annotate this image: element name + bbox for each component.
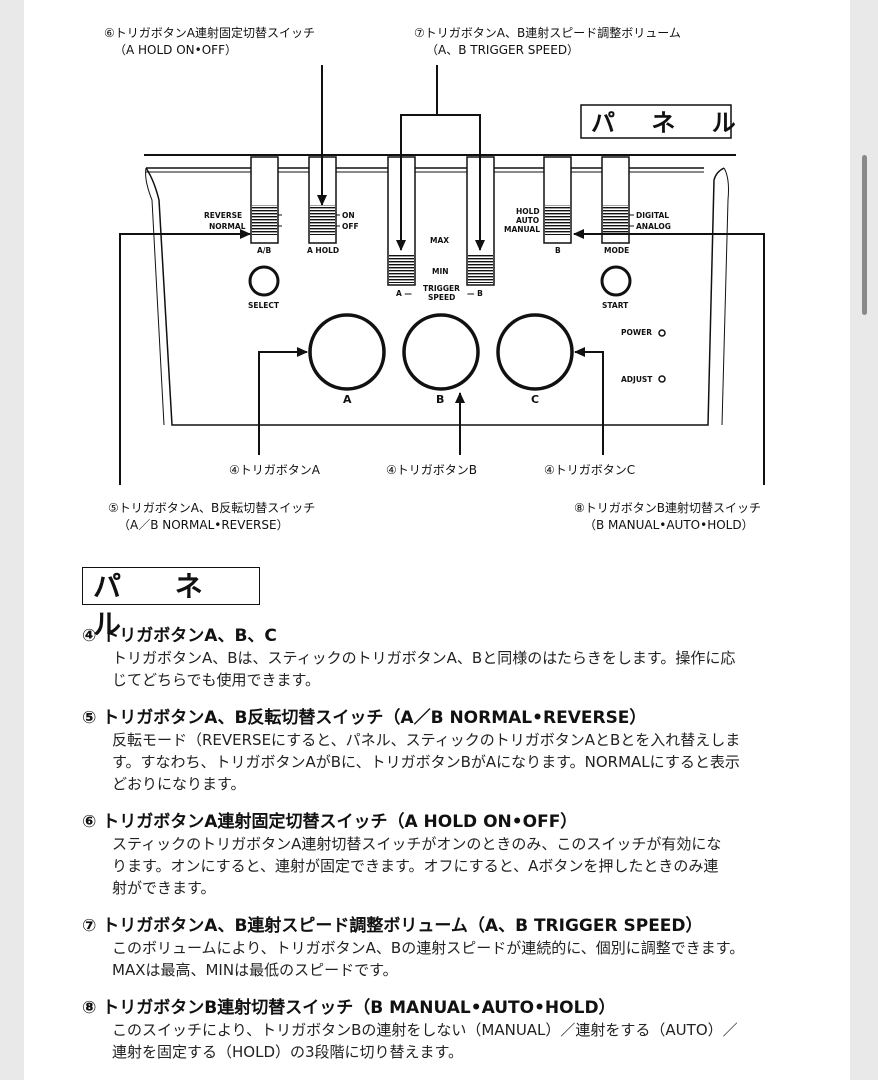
label-trigger: TRIGGER bbox=[423, 284, 460, 293]
label-analog: ANALOG bbox=[636, 222, 671, 231]
label-on: ON bbox=[342, 211, 355, 220]
label-start: START bbox=[602, 301, 629, 310]
section-6-heading: ⑥ トリガボタンA連射固定切替スイッチ（A HOLD ON•OFF） bbox=[82, 812, 578, 832]
slider-mode[interactable] bbox=[601, 156, 630, 244]
section-5-line-2: す。すなわち、トリガボタンAがBに、トリガボタンBがAになります。NORMALに… bbox=[112, 753, 740, 771]
slider-ticks bbox=[278, 214, 634, 227]
section-5: ⑤ トリガボタンA、B反転切替スイッチ（A／B NORMAL•REVERSE） … bbox=[82, 707, 792, 795]
label-auto: AUTO bbox=[516, 216, 539, 225]
label-mode: MODE bbox=[604, 246, 629, 255]
label-adjust: ADJUST bbox=[621, 375, 653, 384]
label-min: MIN bbox=[432, 267, 449, 276]
section-8: ⑧ トリガボタンB連射切替スイッチ（B MANUAL•AUTO•HOLD） この… bbox=[82, 997, 792, 1063]
panel-title-box bbox=[580, 104, 732, 139]
callout-6-title: ⑥トリガボタンA連射固定切替スイッチ bbox=[104, 25, 315, 40]
callout-8-sub: （B MANUAL•AUTO•HOLD） bbox=[584, 518, 754, 532]
section-4-line-2: じてどちらでも使用できます。 bbox=[112, 671, 321, 689]
start-button[interactable] bbox=[600, 265, 632, 297]
panel-title: パ ネ ル bbox=[591, 109, 750, 137]
callout-6-sub: （A HOLD ON•OFF） bbox=[114, 43, 237, 57]
label-power: POWER bbox=[621, 328, 652, 337]
callout-4c: ④トリガボタンC bbox=[544, 463, 635, 477]
callout-5-title: ⑤トリガボタンA、B反転切替スイッチ bbox=[108, 501, 315, 515]
section-5-line-3: どおりになります。 bbox=[112, 775, 246, 793]
label-a-hold: A HOLD bbox=[307, 246, 339, 255]
callout-4a: ④トリガボタンA bbox=[229, 463, 321, 477]
section-title: パ ネ ル bbox=[82, 567, 260, 641]
label-speed: SPEED bbox=[428, 293, 455, 302]
label-ab: A/B bbox=[257, 246, 272, 255]
manual-page: ⑥トリガボタンA連射固定切替スイッチ （A HOLD ON•OFF） ⑦トリガボ… bbox=[24, 0, 850, 1080]
label-hold: HOLD bbox=[516, 207, 540, 216]
section-4: ④ トリガボタンA、B、C トリガボタンA、Bは、スティックのトリガボタンA、B… bbox=[82, 625, 792, 691]
label-select: SELECT bbox=[248, 301, 280, 310]
section-8-heading: ⑧ トリガボタンB連射切替スイッチ（B MANUAL•AUTO•HOLD） bbox=[82, 998, 616, 1018]
label-dash-b: — B bbox=[467, 289, 483, 298]
power-indicator bbox=[658, 329, 666, 337]
select-button[interactable] bbox=[248, 265, 280, 297]
label-normal: NORMAL bbox=[209, 222, 246, 231]
trigger-button-c[interactable] bbox=[496, 313, 574, 391]
label-button-a: A bbox=[343, 393, 352, 406]
sections: ④ トリガボタンA、B、C トリガボタンA、Bは、スティックのトリガボタンA、B… bbox=[82, 625, 792, 1079]
scrollbar-thumb[interactable] bbox=[862, 155, 867, 315]
label-button-b: B bbox=[436, 393, 444, 406]
adjust-indicator bbox=[658, 375, 666, 383]
slider-b-mode[interactable] bbox=[543, 156, 572, 244]
section-7-heading: ⑦ トリガボタンA、B連射スピード調整ボリューム（A、B TRIGGER SPE… bbox=[82, 916, 703, 936]
callout-7-sub: （A、B TRIGGER SPEED） bbox=[426, 43, 579, 57]
section-5-heading: ⑤ トリガボタンA、B反転切替スイッチ（A／B NORMAL•REVERSE） bbox=[82, 708, 647, 728]
label-b-switch: B bbox=[555, 246, 561, 255]
callout-8-title: ⑧トリガボタンB連射切替スイッチ bbox=[574, 500, 761, 515]
callout-5-sub: （A／B NORMAL•REVERSE） bbox=[118, 518, 289, 532]
section-6-line-2: ります。オンにすると、連射が固定できます。オフにすると、Aボタンを押したときのみ… bbox=[112, 857, 719, 875]
section-6-line-1: スティックのトリガボタンA連射切替スイッチがオンのときのみ、このスイッチが有効に… bbox=[112, 835, 722, 853]
section-7-line-1: このボリュームにより、トリガボタンA、Bの連射スピードが連続的に、個別に調整でき… bbox=[112, 939, 745, 957]
section-4-heading: ④ トリガボタンA、B、C bbox=[82, 626, 277, 646]
callout-4b: ④トリガボタンB bbox=[386, 463, 477, 477]
section-7-line-2: MAXは最高、MINは最低のスピードです。 bbox=[112, 961, 398, 979]
section-5-line-1: 反転モード（REVERSEにすると、パネル、スティックのトリガボタンAとBとを入… bbox=[112, 731, 741, 749]
label-max: MAX bbox=[430, 236, 449, 245]
section-6-line-3: 射ができます。 bbox=[112, 879, 216, 897]
slider-ab[interactable] bbox=[250, 156, 279, 244]
callout-7-title: ⑦トリガボタンA、B連射スピード調整ボリューム bbox=[414, 25, 681, 40]
section-8-line-2: 連射を固定する（HOLD）の3段階に切り替えます。 bbox=[112, 1043, 464, 1061]
section-8-line-1: このスイッチにより、トリガボタンBの連射をしない（MANUAL）／連射をする（A… bbox=[112, 1021, 738, 1039]
trigger-button-a[interactable] bbox=[308, 313, 386, 391]
label-a-dash: A — bbox=[396, 289, 412, 298]
label-digital: DIGITAL bbox=[636, 211, 669, 220]
label-reverse: REVERSE bbox=[204, 211, 242, 220]
label-button-c: C bbox=[531, 393, 539, 406]
panel-diagram: ⑥トリガボタンA連射固定切替スイッチ （A HOLD ON•OFF） ⑦トリガボ… bbox=[104, 25, 765, 532]
label-manual: MANUAL bbox=[504, 225, 540, 234]
trigger-button-b[interactable] bbox=[402, 313, 480, 391]
section-7: ⑦ トリガボタンA、B連射スピード調整ボリューム（A、B TRIGGER SPE… bbox=[82, 915, 792, 981]
section-4-line-1: トリガボタンA、Bは、スティックのトリガボタンA、Bと同様のはたらきをします。操… bbox=[112, 649, 736, 667]
section-6: ⑥ トリガボタンA連射固定切替スイッチ（A HOLD ON•OFF） スティック… bbox=[82, 811, 792, 899]
callout-arrows bbox=[119, 65, 765, 485]
label-off: OFF bbox=[342, 222, 359, 231]
